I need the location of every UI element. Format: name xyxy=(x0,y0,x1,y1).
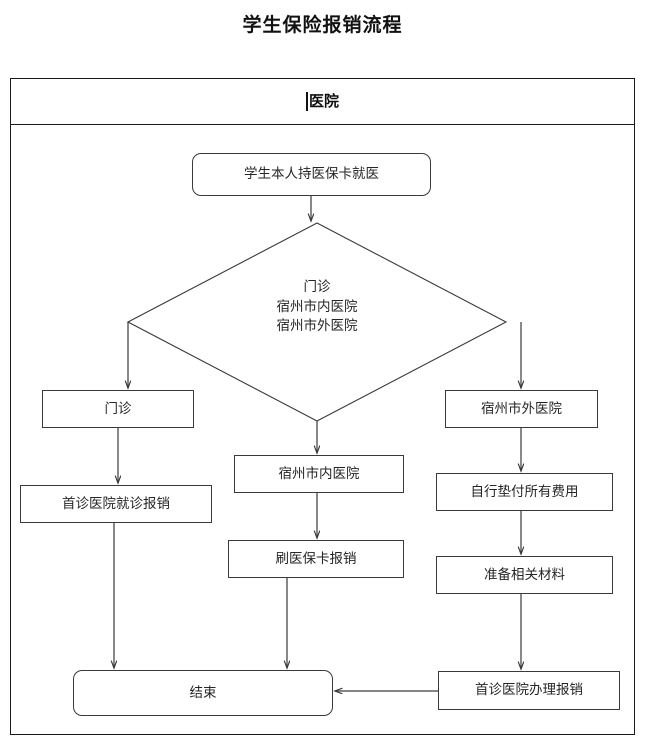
node-out-city-hospital-label: 宿州市外医院 xyxy=(481,400,562,417)
node-out-city-hospital[interactable]: 宿州市外医院 xyxy=(445,390,598,428)
node-end[interactable]: 结束 xyxy=(73,670,333,716)
decision-line-1: 门诊 xyxy=(303,279,331,295)
node-outpatient-label: 门诊 xyxy=(104,400,132,417)
node-end-label: 结束 xyxy=(189,684,217,701)
page-title: 学生保险报销流程 xyxy=(242,14,403,36)
node-start[interactable]: 学生本人持医保卡就医 xyxy=(192,153,431,196)
node-prepare-documents[interactable]: 准备相关材料 xyxy=(436,556,613,594)
node-swipe-card-claim[interactable]: 刷医保卡报销 xyxy=(228,540,404,578)
node-claim-at-first-hospital[interactable]: 首诊医院办理报销 xyxy=(438,671,620,710)
pool-header: 医院 xyxy=(11,79,634,125)
node-self-pay[interactable]: 自行垫付所有费用 xyxy=(436,473,613,511)
node-start-label: 学生本人持医保卡就医 xyxy=(244,166,379,183)
text-caret-icon xyxy=(305,92,308,111)
node-claim-at-first-hospital-label: 首诊医院办理报销 xyxy=(475,682,583,699)
node-in-city-hospital-label: 宿州市内医院 xyxy=(278,465,360,482)
node-outpatient[interactable]: 门诊 xyxy=(42,390,194,428)
node-decision-label: 门诊 宿州市内医院 宿州市外医院 xyxy=(217,278,417,337)
node-self-pay-label: 自行垫付所有费用 xyxy=(470,483,579,500)
decision-line-3: 宿州市外医院 xyxy=(276,318,358,335)
node-swipe-card-claim-label: 刷医保卡报销 xyxy=(275,550,357,567)
node-first-hospital-claim-label: 首诊医院就诊报销 xyxy=(62,495,170,512)
pool-hospital: 医院 xyxy=(10,78,635,735)
node-first-hospital-claim[interactable]: 首诊医院就诊报销 xyxy=(20,485,212,523)
node-prepare-documents-label: 准备相关材料 xyxy=(484,566,565,583)
decision-line-2: 宿州市内医院 xyxy=(276,298,358,315)
node-in-city-hospital[interactable]: 宿州市内医院 xyxy=(234,455,404,493)
pool-lane-label: 医院 xyxy=(308,92,339,110)
